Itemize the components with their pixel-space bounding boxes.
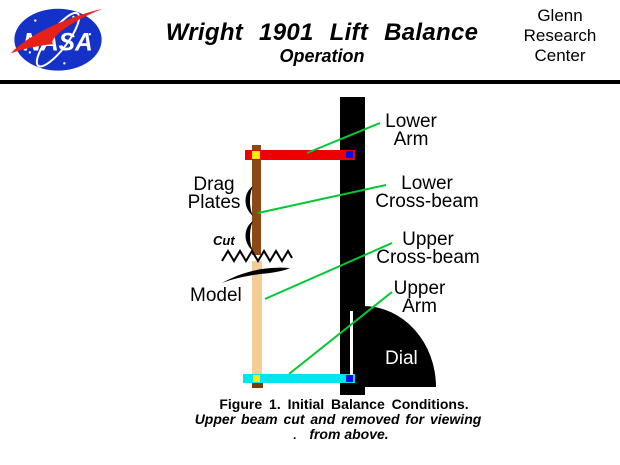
cut-zigzag-line xyxy=(221,249,293,263)
lower-crossbeam-bar xyxy=(252,145,261,255)
figure-caption-line2: Upper beam cut and removed for viewing xyxy=(194,411,482,427)
model-airfoil-icon xyxy=(222,267,290,283)
figure-caption-line1: Figure 1. Initial Balance Conditions. xyxy=(219,396,469,412)
nasa-logo: NASA xyxy=(10,8,103,71)
drag-plate-lower-icon xyxy=(245,221,253,251)
caption-stray-period: . xyxy=(293,428,297,442)
label-lower-cross-beam: Lower Cross-beam xyxy=(375,173,479,212)
org-line-2: Research xyxy=(523,26,597,45)
dial-quarter-disc xyxy=(363,306,436,387)
figure-caption-line3: from above. xyxy=(309,426,389,442)
pivot-blue-upper-arm xyxy=(346,375,353,382)
upper-arm-bar xyxy=(243,374,355,383)
label-model: Model xyxy=(190,285,242,306)
label-upper-cross-beam: Upper Cross-beam xyxy=(376,229,480,268)
header-divider xyxy=(0,80,620,84)
callout-line-lower-crossbeam xyxy=(257,184,387,214)
org-line-3: Center xyxy=(534,46,586,65)
callout-line-lower-arm xyxy=(306,122,381,154)
pivot-blue-lower-arm xyxy=(346,151,353,158)
label-drag-plates: Drag Plates xyxy=(187,174,241,213)
org-line-1: Glenn xyxy=(537,6,583,25)
label-upper-arm: Upper Arm xyxy=(393,278,446,317)
crossbeam-foot-stub xyxy=(252,383,263,388)
dial-pointer-line xyxy=(350,311,353,375)
label-cut: Cut xyxy=(213,233,235,248)
upper-crossbeam-bar xyxy=(252,261,262,374)
label-dial: Dial xyxy=(385,348,418,369)
page-subtitle: Operation xyxy=(279,46,365,66)
callout-line-upper-arm xyxy=(288,291,393,375)
pivot-yellow-upper-arm xyxy=(253,375,260,382)
nasa-logo-globe xyxy=(14,8,102,71)
lower-arm-bar xyxy=(245,150,355,160)
pivot-yellow-lower-arm xyxy=(252,151,260,159)
page-title: Wright 1901 Lift Balance xyxy=(165,19,479,46)
drag-plate-upper-icon xyxy=(245,186,253,216)
callout-line-upper-crossbeam xyxy=(264,242,393,300)
org-name: Glenn Research Center xyxy=(505,6,615,66)
nasa-logo-swoosh xyxy=(10,8,103,54)
label-lower-arm: Lower Arm xyxy=(385,111,437,150)
